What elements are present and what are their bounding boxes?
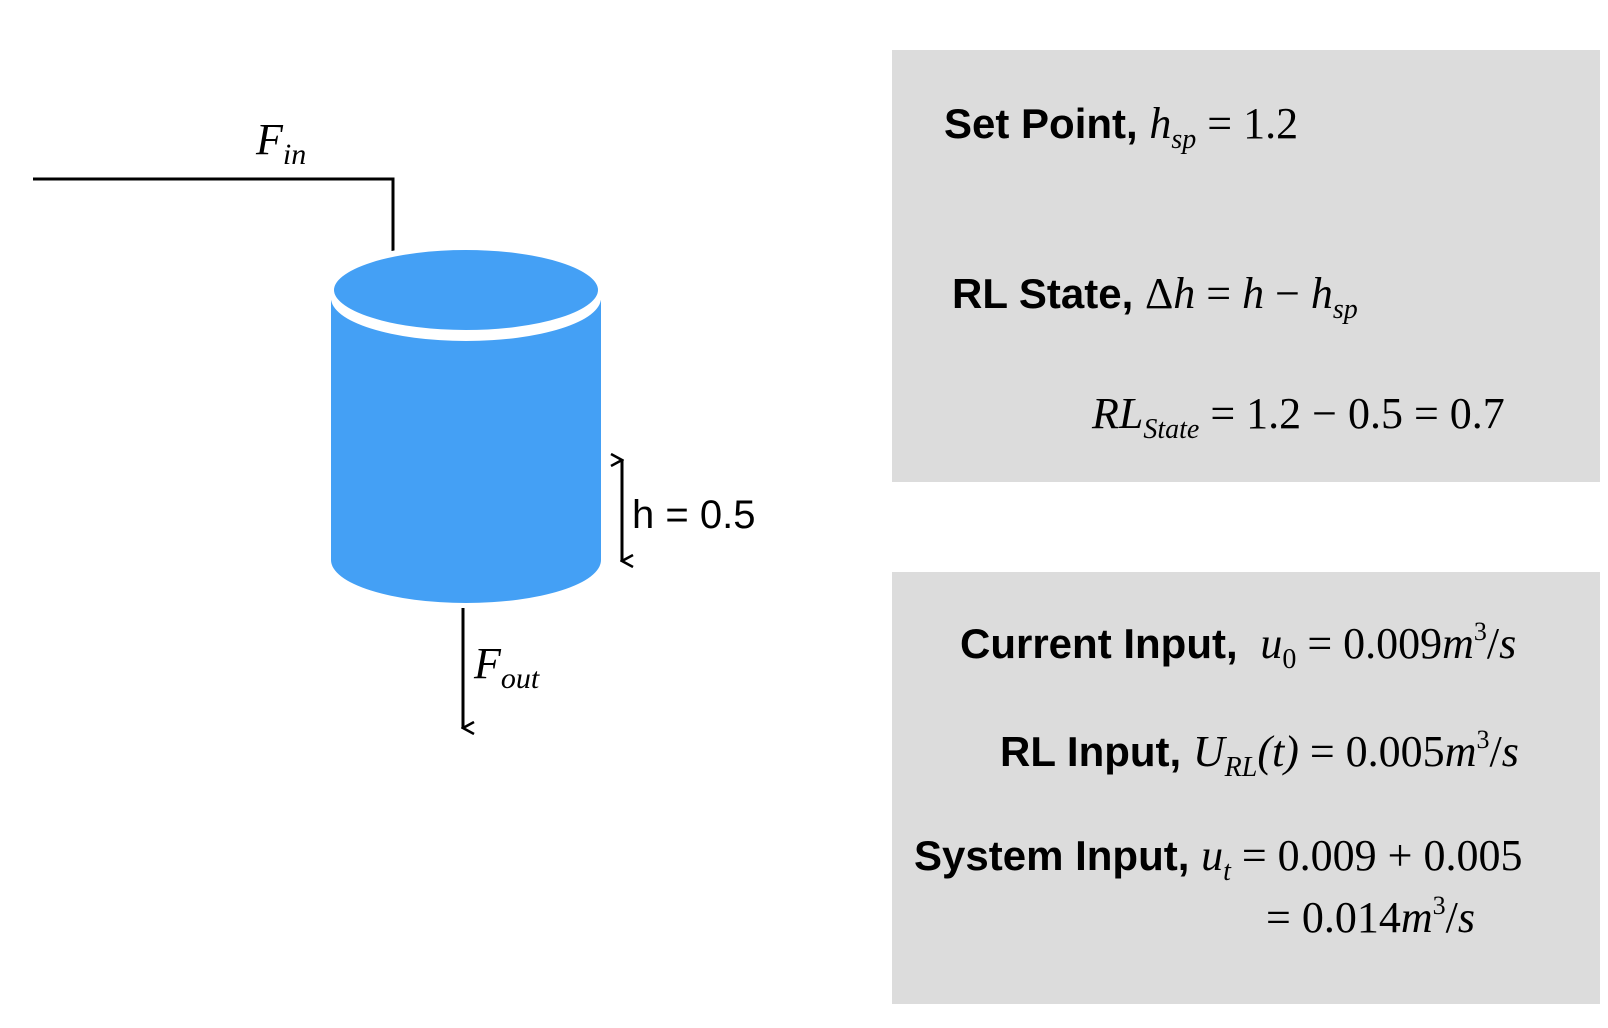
rl-state-calculation: RLState = 1.2 − 0.5 = 0.7 (1092, 389, 1505, 445)
rl-state-expression: Δh = h − hsp (1144, 269, 1358, 325)
flow-out-label: Fout (473, 639, 540, 695)
system-input-label: System Input, (914, 832, 1190, 879)
height-label: h = 0.5 (632, 493, 755, 537)
rl-input-equation: RL Input, URL(t) = 0.005m3/s (1000, 725, 1519, 783)
system-input-expression: ut = 0.009 + 0.005 (1201, 831, 1523, 887)
flow-in-label: Fin (255, 115, 306, 171)
current-input-expression: u0 = 0.009m3/s (1260, 617, 1517, 675)
system-input-equation: System Input, ut = 0.009 + 0.005 (914, 831, 1523, 887)
tank-top (328, 244, 604, 336)
tank-diagram: Fin h = 0.5 Fout (33, 115, 755, 1028)
rl-state-panel: Set Point, hsp = 1.2 RL State, Δh = h − … (892, 50, 1600, 482)
inflow-pipe (33, 177, 393, 279)
set-point-expression: hsp = 1.2 (1149, 99, 1299, 155)
set-point-equation: Set Point, hsp = 1.2 (944, 99, 1299, 155)
rl-input-expression: URL(t) = 0.005m3/s (1192, 725, 1519, 783)
current-input-label: Current Input, (960, 620, 1238, 667)
system-input-result: = 0.014m3/s (1266, 891, 1475, 942)
rl-state-equation: RL State, Δh = h − hsp (952, 269, 1358, 325)
current-input-equation: Current Input, u0 = 0.009m3/s (960, 617, 1517, 675)
input-panel: Current Input, u0 = 0.009m3/s RL Input, … (892, 572, 1600, 1004)
set-point-label: Set Point, (944, 100, 1138, 147)
rl-input-label: RL Input, (1000, 728, 1182, 775)
tank (328, 244, 604, 603)
rl-state-label: RL State, (952, 270, 1134, 317)
tank-body (331, 298, 601, 603)
